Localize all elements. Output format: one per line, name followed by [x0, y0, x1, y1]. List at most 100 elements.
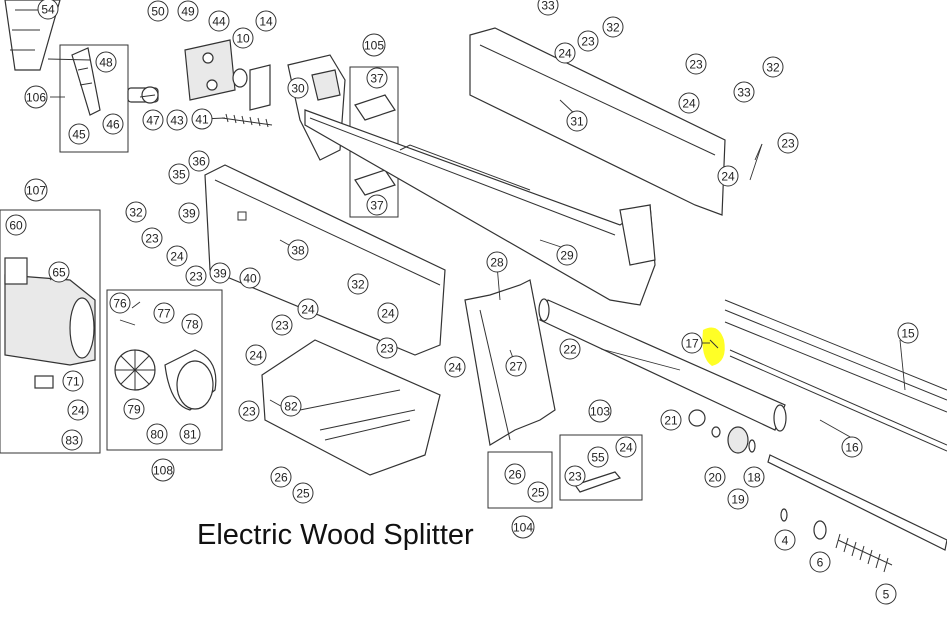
callout-circle: [556, 244, 578, 266]
callout-circle: [347, 273, 369, 295]
callout-part-20: 20: [704, 466, 726, 488]
rail-part-31: [469, 27, 726, 216]
callout-number: 6: [817, 556, 824, 570]
callout-part-82: 82: [280, 395, 302, 417]
callout-number: 38: [291, 244, 305, 258]
callout-circle: [179, 423, 201, 445]
callout-part-37-2: 37: [366, 194, 388, 216]
diagram-title: Electric Wood Splitter: [197, 519, 474, 551]
callout-circle: [376, 337, 398, 359]
callout-part-32-3: 32: [125, 201, 147, 223]
callout-circle: [147, 0, 169, 22]
callout-number: 23: [568, 470, 582, 484]
callout-part-108: 108: [151, 458, 175, 482]
callout-part-23-4: 23: [141, 227, 163, 249]
callout-circle: [146, 423, 168, 445]
callout-number: 107: [26, 184, 46, 198]
callout-circle: [239, 267, 261, 289]
callout-part-43: 43: [166, 109, 188, 131]
oring-part-10: [232, 68, 248, 88]
callout-part-78: 78: [181, 313, 203, 335]
pusher-part-30: [287, 54, 346, 161]
callout-circle: [297, 298, 319, 320]
callout-number: 10: [236, 32, 250, 46]
callout-number: 24: [71, 404, 85, 418]
callout-number: 45: [72, 128, 86, 142]
callout-part-81: 81: [179, 423, 201, 445]
callout-circle: [68, 123, 90, 145]
callout-part-39: 39: [178, 202, 200, 224]
callout-part-10: 10: [232, 27, 254, 49]
callout-part-23-7: 23: [376, 337, 398, 359]
callout-number: 27: [509, 360, 523, 374]
callout-circle: [191, 108, 213, 130]
callout-number: 22: [563, 343, 577, 357]
callout-circle: [366, 67, 388, 89]
callout-number: 30: [291, 82, 305, 96]
callout-circle: [292, 482, 314, 504]
callout-number: 31: [570, 115, 584, 129]
callout-part-48: 48: [95, 51, 117, 73]
callout-number: 25: [531, 486, 545, 500]
callout-number: 78: [185, 318, 199, 332]
callout-number: 23: [781, 137, 795, 151]
callout-circle: [681, 332, 703, 354]
callout-circle: [777, 132, 799, 154]
callout-part-30: 30: [287, 77, 309, 99]
callout-circle: [486, 251, 508, 273]
callout-circle: [188, 150, 210, 172]
callout-number: 29: [560, 249, 574, 263]
callout-circle: [61, 429, 83, 451]
callout-circle: [602, 16, 624, 38]
callout-circle: [588, 399, 612, 423]
callout-part-18: 18: [743, 466, 765, 488]
callout-circle: [208, 10, 230, 32]
box-103: [559, 434, 643, 501]
callout-circle: [504, 463, 526, 485]
callout-number: 21: [664, 414, 678, 428]
callout-circle: [287, 239, 309, 261]
callout-part-24-5: 24: [297, 298, 319, 320]
callout-circle: [24, 85, 48, 109]
callout-number: 50: [151, 5, 165, 19]
callout-part-14: 14: [255, 10, 277, 32]
callout-circle: [177, 0, 199, 22]
callout-circle: [37, 0, 59, 20]
callout-number: 4: [782, 534, 789, 548]
rod-part-16: [729, 349, 947, 452]
box-104: [487, 451, 553, 509]
callout-circle: [527, 481, 549, 503]
callout-circle: [559, 338, 581, 360]
callout-circle: [109, 292, 131, 314]
callout-circle: [566, 110, 588, 132]
plate-part-38: [204, 164, 446, 356]
callout-number: 108: [153, 464, 173, 478]
callout-number: 26: [274, 471, 288, 485]
callout-circle: [717, 165, 739, 187]
callout-circle: [166, 109, 188, 131]
callout-circle: [62, 370, 84, 392]
callout-circle: [774, 529, 796, 551]
callout-part-44: 44: [208, 10, 230, 32]
callout-circle: [271, 314, 293, 336]
callout-number: 16: [845, 441, 859, 455]
callout-part-23: 23: [577, 30, 599, 52]
callout-number: 55: [591, 451, 605, 465]
callout-circle: [727, 488, 749, 510]
callout-number: 39: [182, 207, 196, 221]
callout-number: 24: [619, 441, 633, 455]
callout-circle: [704, 466, 726, 488]
callout-part-104: 104: [511, 515, 535, 539]
callout-number: 15: [901, 327, 915, 341]
callout-circle: [270, 466, 292, 488]
callout-circle: [153, 302, 175, 324]
callout-circle: [209, 262, 231, 284]
callout-part-25-2: 25: [527, 481, 549, 503]
callout-number: 104: [513, 521, 533, 535]
callout-number: 23: [275, 319, 289, 333]
callout-number: 24: [448, 361, 462, 375]
callout-part-26-2: 26: [504, 463, 526, 485]
callout-part-28: 28: [486, 251, 508, 273]
callout-part-24-9: 24: [67, 399, 89, 421]
callout-number: 44: [212, 15, 226, 29]
